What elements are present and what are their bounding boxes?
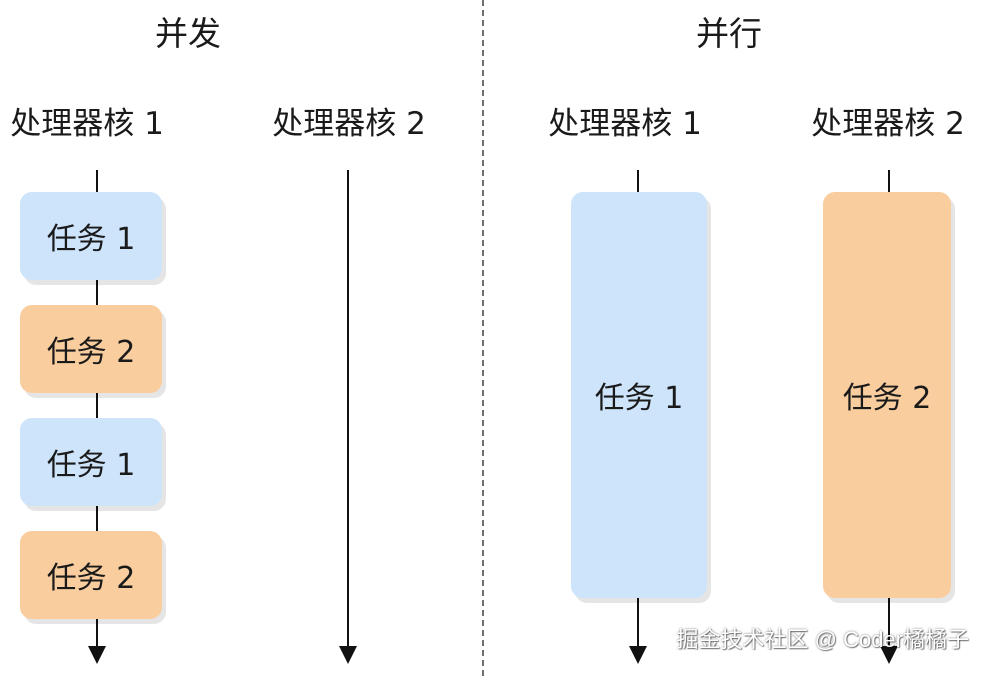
concurrency-core1-arrowhead (88, 646, 106, 664)
parallelism-core1-arrowhead (629, 646, 647, 664)
parallelism-core2-arrowhead (880, 646, 898, 664)
concurrency-task-1a: 任务 1 (20, 192, 162, 280)
concurrency-core2-timeline (347, 170, 349, 648)
parallelism-task-2: 任务 2 (823, 192, 951, 598)
concurrency-title: 并发 (155, 14, 221, 53)
parallelism-title: 并行 (696, 14, 762, 53)
parallelism-core1-label: 处理器核 1 (548, 106, 702, 142)
parallelism-task-1: 任务 1 (571, 192, 707, 598)
concurrency-core2-arrowhead (339, 646, 357, 664)
concurrency-core1-timeline (96, 170, 98, 648)
parallelism-core2-label: 处理器核 2 (811, 106, 965, 142)
concurrency-core1-label: 处理器核 1 (10, 106, 164, 142)
concurrency-task-2b: 任务 2 (20, 531, 162, 619)
section-divider (482, 0, 484, 676)
concurrency-task-2a: 任务 2 (20, 305, 162, 393)
concurrency-core2-label: 处理器核 2 (272, 106, 426, 142)
concurrency-task-1b: 任务 1 (20, 418, 162, 506)
watermark: 掘金技术社区 @ Coder橘橘子 (676, 627, 969, 652)
